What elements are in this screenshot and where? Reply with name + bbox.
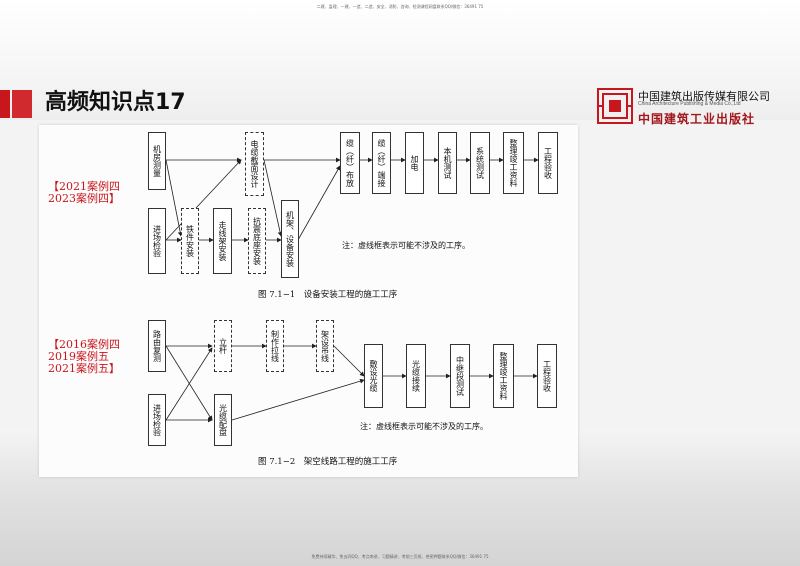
node-zhizuo-laxian: 制作拉线 (266, 320, 284, 372)
node-gongcheng-yanshou-2: 工程验收 (537, 344, 557, 408)
node-guanglan-jiexu: 光缆接续 (406, 344, 426, 408)
case-label: 2023案例四】 (48, 192, 120, 205)
node-jiashe-diaoxian: 架设吊线 (316, 320, 334, 372)
node-zouxianjia-anzhuang: 走线架安装 (213, 208, 232, 274)
diagram2-caption: 图 7.1−2 架空线路工程的施工工序 (258, 457, 398, 467)
node-lan-duanjie: 缆（纤）端接 (372, 132, 391, 194)
slide-title: 高频知识点17 (45, 90, 186, 115)
node-luyou-fuce: 路由复测 (148, 320, 166, 372)
node-zhongjiduan-ceshi: 中继段测试 (450, 344, 470, 408)
background-top (0, 0, 800, 120)
case-label: 2019案例五 (48, 350, 109, 363)
node-lan-bufang: 缆（纤）布放 (340, 132, 360, 194)
publisher-logo-icon (597, 88, 633, 124)
publisher-name-en: China Architecture Publishing & Media Co… (638, 101, 741, 107)
node-dianlan-jiemian-sheji: 电缆截面设计 (245, 132, 264, 196)
node-jinchang-jianyan-2: 进场检验 (148, 394, 166, 446)
publisher-name-cn-secondary: 中国建筑工业出版社 (638, 112, 756, 126)
node-jifang-celiang: 机房测量 (148, 132, 166, 190)
node-gongcheng-yanshou: 工程验收 (538, 132, 558, 194)
title-accent-bar-secondary (12, 90, 32, 118)
publisher-name-cn: 中国建筑出版传媒有限公司 (638, 90, 770, 103)
node-benji-ceshi: 本机测试 (438, 132, 457, 194)
node-jinchang-jianyan: 进场检验 (148, 208, 166, 274)
node-zhengli-jungong-ziliao-2: 整理竣工资料 (493, 344, 514, 408)
title-accent-bar (0, 90, 10, 118)
node-tiejian-anzhuang: 铁件安装 (181, 208, 199, 274)
case-label: 【2021案例四 (48, 180, 120, 193)
node-ligan: 立杆 (214, 320, 232, 372)
node-jijia-shebei-anzhuang: 机架、设备安装 (281, 200, 299, 278)
node-jiadian: 加电 (405, 132, 424, 194)
node-xitong-ceshi: 系统测试 (470, 132, 490, 194)
node-guanglan-peipan: 光缆配盘 (214, 394, 232, 446)
footer-note: 免费持续精华、免去同QQ、考点串讲、习题精讲、考前三页纸、绝密押题联系QQ/微信… (311, 554, 489, 559)
node-fushe-guanglan: 敷设光缆 (364, 344, 383, 408)
diagram2-note: 注：虚线框表示可能不涉及的工序。 (360, 422, 488, 431)
diagram1-note: 注：虚线框表示可能不涉及的工序。 (342, 241, 470, 250)
node-kangzhen-dizuo-anzhuang: 抗震底座安装 (248, 208, 266, 274)
node-zhengli-jungong-ziliao: 整理竣工资料 (503, 132, 524, 194)
case-label: 【2016案例四 (48, 338, 120, 351)
case-label: 2021案例五】 (48, 362, 120, 375)
diagram1-caption: 图 7.1−1 设备安装工程的施工工序 (258, 290, 398, 300)
header-note: 二建、监理、一建、一造、二造、安全、消防、咨询、检测课程网盘联系QQ/微信：36… (316, 4, 484, 9)
